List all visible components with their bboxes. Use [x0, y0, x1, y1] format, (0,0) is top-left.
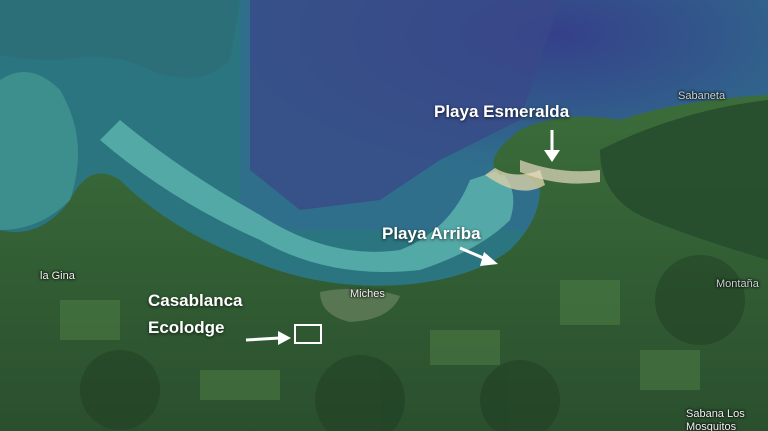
place-miches: Miches	[350, 288, 385, 300]
playa-arriba-label: Playa Arriba	[382, 224, 481, 243]
arrow-down-icon	[544, 130, 560, 162]
casablanca-label-line2: Ecolodge	[148, 318, 225, 337]
playa-esmeralda-label: Playa Esmeralda	[434, 102, 570, 121]
casablanca-label-line1: Casablanca	[148, 291, 243, 310]
place-montana: Montaña	[716, 278, 759, 290]
place-sabana-los-mosquitos: Sabana Los Mosquitos	[686, 408, 745, 431]
arrow-right-icon	[245, 331, 291, 345]
location-box-icon	[294, 324, 322, 344]
arrow-down-right-icon	[459, 246, 498, 266]
place-la-gina: la Gina	[40, 270, 75, 282]
place-sabaneta: Sabaneta	[678, 90, 726, 102]
